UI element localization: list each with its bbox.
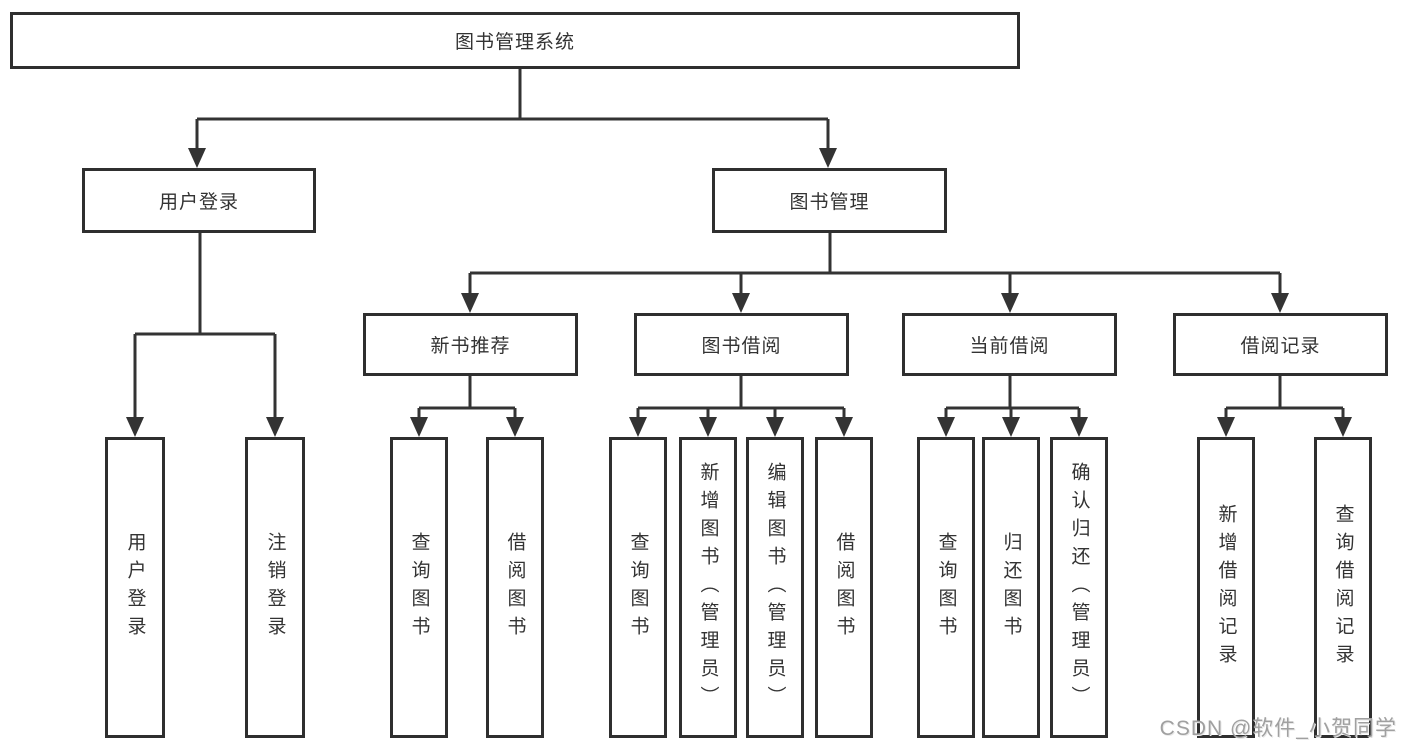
leaf-add-book-admin: 新增图书（管理员） [679, 437, 737, 738]
node-label: 图书管理 [789, 192, 870, 213]
leaf-return-book: 归还图书 [982, 437, 1040, 738]
connector-borrow-records [1224, 375, 1345, 420]
node-book-borrow: 图书借阅 [634, 313, 849, 376]
node-current-borrow: 当前借阅 [902, 313, 1117, 376]
node-label: 新书推荐 [430, 336, 511, 357]
node-label: 当前借阅 [969, 336, 1050, 357]
node-label: 归还图书 [1000, 531, 1022, 644]
leaf-edit-book-admin: 编辑图书（管理员） [746, 437, 804, 738]
leaf-add-borrow-record: 新增借阅记录 [1197, 437, 1255, 738]
leaf-query-book-borrow: 查询图书 [609, 437, 667, 738]
watermark: CSDN @软件_小贺同学 [1159, 717, 1397, 740]
node-label: 查询图书 [935, 531, 957, 644]
node-user-login: 用户登录 [82, 168, 316, 233]
node-root: 图书管理系统 [10, 12, 1020, 69]
node-borrow-records: 借阅记录 [1173, 313, 1388, 376]
node-label: 用户登录 [158, 192, 239, 213]
node-label: 图书借阅 [701, 336, 782, 357]
node-label: 新增图书（管理员） [697, 461, 719, 714]
leaf-borrow-book-recommend: 借阅图书 [486, 437, 544, 738]
connector-root [195, 68, 830, 152]
leaf-query-book-current: 查询图书 [917, 437, 975, 738]
node-label: 查询图书 [627, 531, 649, 644]
node-label: 借阅图书 [504, 531, 526, 644]
node-label: 确认归还（管理员） [1068, 461, 1090, 714]
leaf-logout: 注销登录 [245, 437, 305, 738]
leaf-query-book-recommend: 查询图书 [390, 437, 448, 738]
connector-new-book-recommend [417, 375, 517, 420]
leaf-user-login: 用户登录 [105, 437, 165, 738]
node-label: 注销登录 [264, 531, 286, 644]
node-label: 借阅记录 [1240, 336, 1321, 357]
node-label: 借阅图书 [833, 531, 855, 644]
connector-book-borrow [636, 375, 846, 420]
leaf-borrow-book: 借阅图书 [815, 437, 873, 738]
node-book-management: 图书管理 [712, 168, 947, 233]
connector-book-management [468, 233, 1282, 297]
node-new-book-recommend: 新书推荐 [363, 313, 578, 376]
connector-user-login [133, 233, 277, 420]
node-label: 用户登录 [124, 531, 146, 644]
node-label: 查询图书 [408, 531, 430, 644]
node-label: 查询借阅记录 [1332, 503, 1354, 672]
arrowheads [126, 148, 1352, 437]
leaf-confirm-return-admin: 确认归还（管理员） [1050, 437, 1108, 738]
leaf-query-borrow-record: 查询借阅记录 [1314, 437, 1372, 738]
connector-current-borrow [944, 375, 1081, 420]
node-label: 编辑图书（管理员） [764, 461, 786, 714]
node-label: 图书管理系统 [454, 32, 575, 53]
node-label: 新增借阅记录 [1215, 503, 1237, 672]
